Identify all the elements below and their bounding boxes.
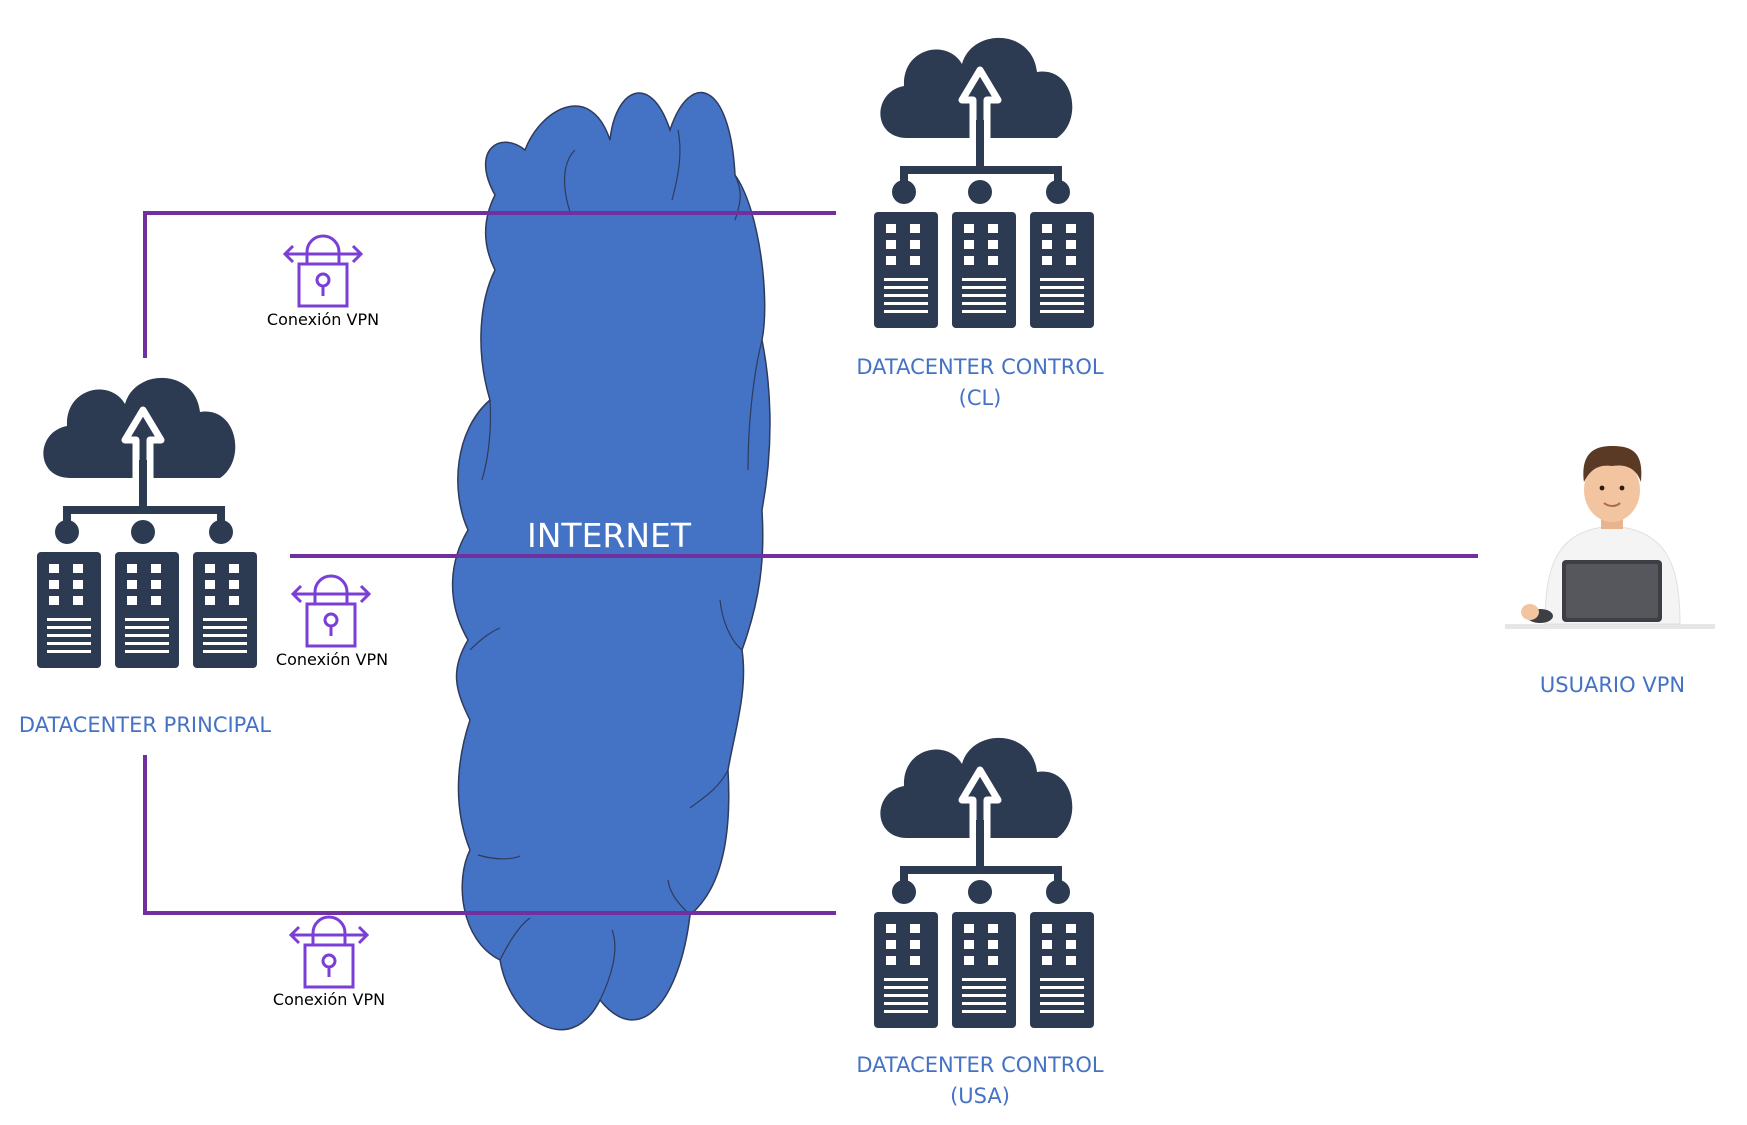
datacenter-usa-label: DATACENTER CONTROL (USA) — [820, 1050, 1140, 1112]
vpn-connection-lines — [143, 211, 1478, 915]
line-principal-to-usa — [143, 755, 836, 915]
vpn-lock-icon — [283, 234, 363, 308]
vpn-label-bottom: Conexión VPN — [272, 990, 386, 1009]
internet-label: INTERNET — [527, 516, 692, 555]
vpn-lock-icon — [289, 915, 369, 989]
line-principal-to-cl — [143, 211, 836, 358]
datacenter-cl-icon — [874, 38, 1094, 328]
vpn-label-middle: Conexión VPN — [275, 650, 389, 669]
datacenter-principal-label: DATACENTER PRINCIPAL — [18, 713, 272, 737]
datacenter-cl-line1: DATACENTER CONTROL — [856, 355, 1104, 379]
internet-cloud — [451, 91, 771, 1031]
datacenter-usa-line1: DATACENTER CONTROL — [856, 1053, 1104, 1077]
vpn-lock-icon — [291, 574, 371, 648]
vpn-user-icon — [1505, 446, 1715, 629]
datacenter-usa-icon — [874, 738, 1094, 1028]
datacenter-cl-label: DATACENTER CONTROL (CL) — [820, 352, 1140, 414]
datacenter-cl-line2: (CL) — [958, 386, 1002, 410]
datacenter-principal-icon — [37, 378, 257, 668]
vpn-label-top: Conexión VPN — [266, 310, 380, 329]
user-label: USUARIO VPN — [1539, 673, 1686, 697]
datacenter-usa-line2: (USA) — [950, 1084, 1010, 1108]
